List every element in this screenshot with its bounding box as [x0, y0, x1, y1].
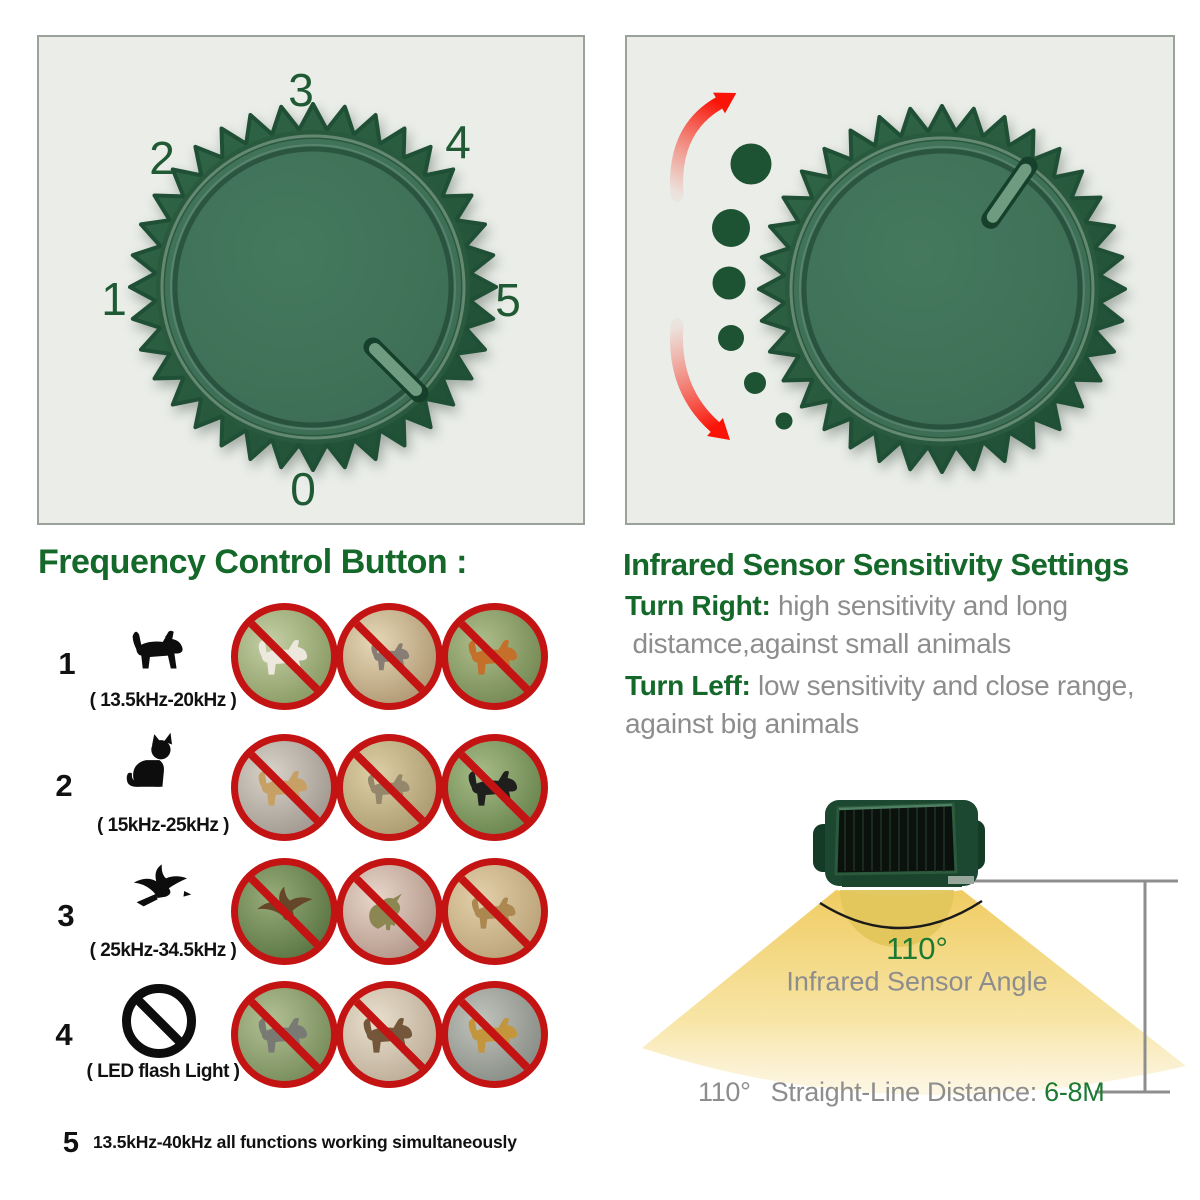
dog-icon — [124, 616, 196, 688]
frequency-knob — [128, 102, 498, 472]
photo-ground-squirrel-banned — [441, 858, 548, 965]
sensitivity-section-title: Infrared Sensor Sensitivity Settings — [623, 547, 1129, 582]
cat-icon — [118, 724, 192, 808]
row-number: 5 — [62, 1127, 80, 1159]
turn-up-arrow-icon — [670, 92, 737, 202]
dial-mark-0: 0 — [290, 463, 316, 515]
frequency-range: ( LED flash Light ) — [86, 1061, 240, 1082]
photo-badger-banned — [336, 734, 443, 841]
row-number: 4 — [55, 1017, 73, 1052]
turn-right-label: Turn Right: — [625, 590, 771, 621]
dimension-lines — [960, 879, 1178, 1094]
photo-bird-banned — [336, 858, 443, 965]
sensor-angle-diagram — [642, 800, 1186, 1096]
turn-left-label: Turn Leff: — [625, 670, 751, 701]
sensor-angle-value: 110° — [886, 931, 948, 966]
angle-arc — [819, 899, 983, 930]
frequency-range: ( 13.5kHz-20kHz ) — [89, 690, 237, 711]
repeller-device — [813, 800, 985, 887]
dial-mark-3: 3 — [288, 64, 314, 116]
photo-mouse-banned — [336, 603, 443, 710]
sensor-dome — [840, 890, 954, 947]
turn-right-line2: distamce,against small animals — [625, 628, 1011, 659]
turn-down-arrow-icon — [669, 318, 730, 440]
frequency-section-title: Frequency Control Button : — [38, 543, 467, 581]
row-number: 3 — [57, 898, 75, 933]
photo-cat-banned — [231, 734, 338, 841]
light-cone — [642, 890, 1186, 1096]
flying-bird-icon — [122, 856, 196, 926]
distance-value: 6-8M — [1044, 1077, 1105, 1107]
row-number: 2 — [55, 768, 73, 803]
frequency-dial-panel: 0 1 2 3 4 5 — [37, 35, 585, 525]
photo-wild-boar-banned — [336, 981, 443, 1088]
photo-fox-banned — [441, 603, 548, 710]
turn-left-line2: against big animals — [625, 708, 859, 739]
dial-mark-2: 2 — [149, 132, 175, 184]
frequency-range: ( 15kHz-25kHz ) — [97, 815, 229, 836]
photo-dog-banned — [231, 603, 338, 710]
all-functions-note: 13.5kHz-40kHz all functions working simu… — [93, 1132, 517, 1152]
sensitivity-knob — [669, 92, 1127, 474]
photo-bat-banned — [231, 858, 338, 965]
sensor-angle-caption: Infrared Sensor Angle — [786, 966, 1048, 997]
photo-raccoon-banned — [231, 981, 338, 1088]
turn-right-line: Turn Right: high sensitivity and long — [625, 590, 1068, 621]
dial-mark-5: 5 — [495, 274, 521, 326]
photo-skunk-banned — [441, 734, 548, 841]
no-led-flash-icon — [122, 984, 196, 1058]
turn-left-line: Turn Leff: low sensitivity and close ran… — [625, 670, 1135, 701]
rotation-dots — [712, 143, 793, 430]
frequency-range: ( 25kHz-34.5kHz ) — [89, 940, 237, 961]
sensitivity-dial-panel — [625, 35, 1175, 525]
straight-line-distance: 110°Straight-Line Distance: 6-8M — [698, 1077, 1105, 1107]
photo-marten-banned — [441, 981, 548, 1088]
row-number: 1 — [58, 646, 76, 681]
dial-mark-1: 1 — [101, 273, 127, 325]
dial-mark-4: 4 — [445, 116, 471, 168]
